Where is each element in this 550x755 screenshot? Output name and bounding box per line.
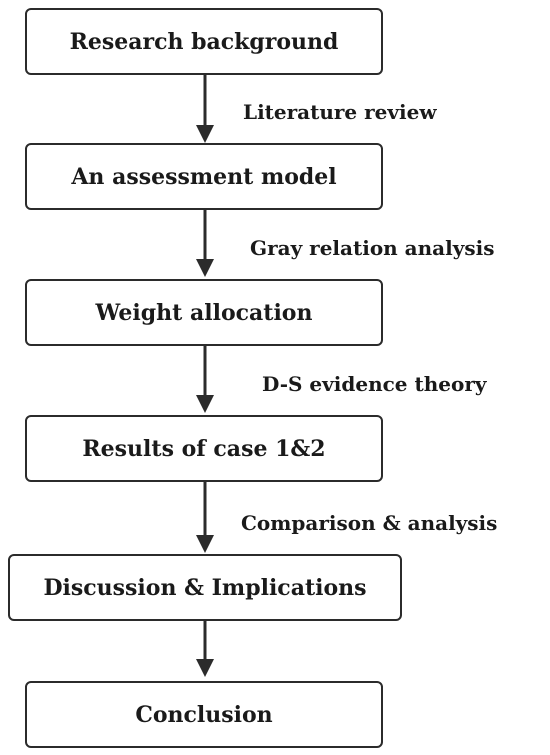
step-research-background: Research background — [25, 8, 383, 75]
step-label: Weight allocation — [95, 299, 313, 326]
transition-literature-review: Literature review — [243, 100, 437, 124]
arrow-3 — [196, 346, 214, 413]
arrow-5 — [196, 621, 214, 677]
arrow-1 — [196, 75, 214, 143]
step-discussion-implications: Discussion & Implications — [8, 554, 402, 621]
step-label: An assessment model — [71, 163, 337, 190]
step-label: Results of case 1&2 — [82, 435, 326, 462]
step-label: Research background — [69, 28, 339, 55]
transition-comparison-analysis: Comparison & analysis — [241, 511, 498, 535]
step-results-of-case: Results of case 1&2 — [25, 415, 383, 482]
step-assessment-model: An assessment model — [25, 143, 383, 210]
step-weight-allocation: Weight allocation — [25, 279, 383, 346]
step-conclusion: Conclusion — [25, 681, 383, 748]
step-label: Conclusion — [135, 701, 273, 728]
transition-gray-relation-analysis: Gray relation analysis — [250, 236, 495, 260]
transition-ds-evidence-theory: D-S evidence theory — [262, 372, 487, 396]
arrow-4 — [196, 482, 214, 553]
step-label: Discussion & Implications — [43, 574, 367, 601]
arrow-2 — [196, 210, 214, 277]
